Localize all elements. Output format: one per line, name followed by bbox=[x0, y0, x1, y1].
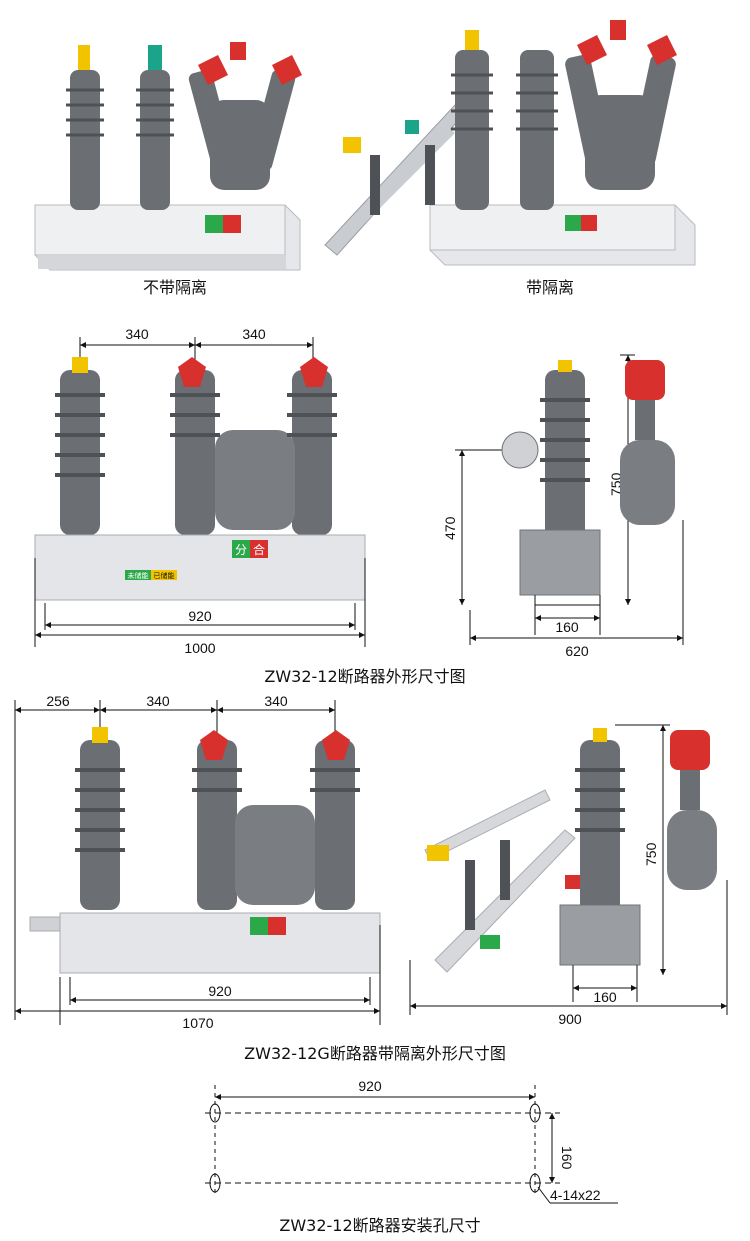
dim-side-base: 160 bbox=[555, 619, 579, 635]
dim-left-offset: 256 bbox=[46, 695, 70, 709]
label-close: 合 bbox=[253, 542, 265, 557]
label-energy-stored: 未储能 bbox=[128, 571, 149, 580]
drawing2-side-view: 750 160 900 bbox=[409, 724, 728, 1027]
drawing2-title: ZW32-12G断路器带隔离外形尺寸图 bbox=[244, 1044, 506, 1063]
caption-with-isolation: 带隔离 bbox=[525, 278, 574, 297]
dim-side-height: 470 bbox=[442, 516, 458, 540]
dim-side-width: 620 bbox=[565, 643, 589, 659]
dim-width-outer: 1000 bbox=[184, 640, 215, 655]
dim-width-inner: 920 bbox=[188, 608, 212, 624]
caption-no-isolation: 不带隔离 bbox=[142, 278, 207, 297]
drawing3-title: ZW32-12断路器安装孔尺寸 bbox=[279, 1216, 481, 1235]
dim2-side-base: 160 bbox=[593, 989, 617, 1005]
breaker-no-isolation-illustration bbox=[34, 42, 302, 271]
label-open: 分 bbox=[235, 543, 247, 557]
drawing1-side-view: 470 750 160 620 bbox=[442, 354, 684, 659]
dim-phase-left: 340 bbox=[125, 326, 149, 342]
photo-breaker-with-isolation bbox=[315, 15, 745, 270]
photo-breaker-no-isolation bbox=[10, 20, 320, 275]
drawing1-front-view: 340 340 分 合 未储能 已储能 920 1000 bbox=[34, 326, 366, 655]
dim-hole-span: 920 bbox=[358, 1078, 382, 1094]
dim-phase-right: 340 bbox=[242, 326, 266, 342]
drawing3-mounting-holes: 920 160 4-14x22 bbox=[205, 1078, 618, 1204]
dim2-phase-right: 340 bbox=[264, 695, 288, 709]
dim-hole-spec: 4-14x22 bbox=[550, 1187, 601, 1203]
dim-hole-depth: 160 bbox=[559, 1146, 575, 1170]
dim2-phase-left: 340 bbox=[146, 695, 170, 709]
dim2-side-total-height: 750 bbox=[643, 842, 659, 866]
dim2-side-width: 900 bbox=[558, 1011, 582, 1027]
label-energy-done: 已储能 bbox=[154, 571, 175, 580]
dim2-width-outer: 1070 bbox=[182, 1015, 213, 1031]
drawing2-front-view: 256 340 340 920 1070 bbox=[14, 695, 381, 1031]
breaker-with-isolation-illustration bbox=[324, 20, 696, 266]
dim2-width-inner: 920 bbox=[208, 983, 232, 999]
drawing1-title: ZW32-12断路器外形尺寸图 bbox=[264, 667, 466, 686]
